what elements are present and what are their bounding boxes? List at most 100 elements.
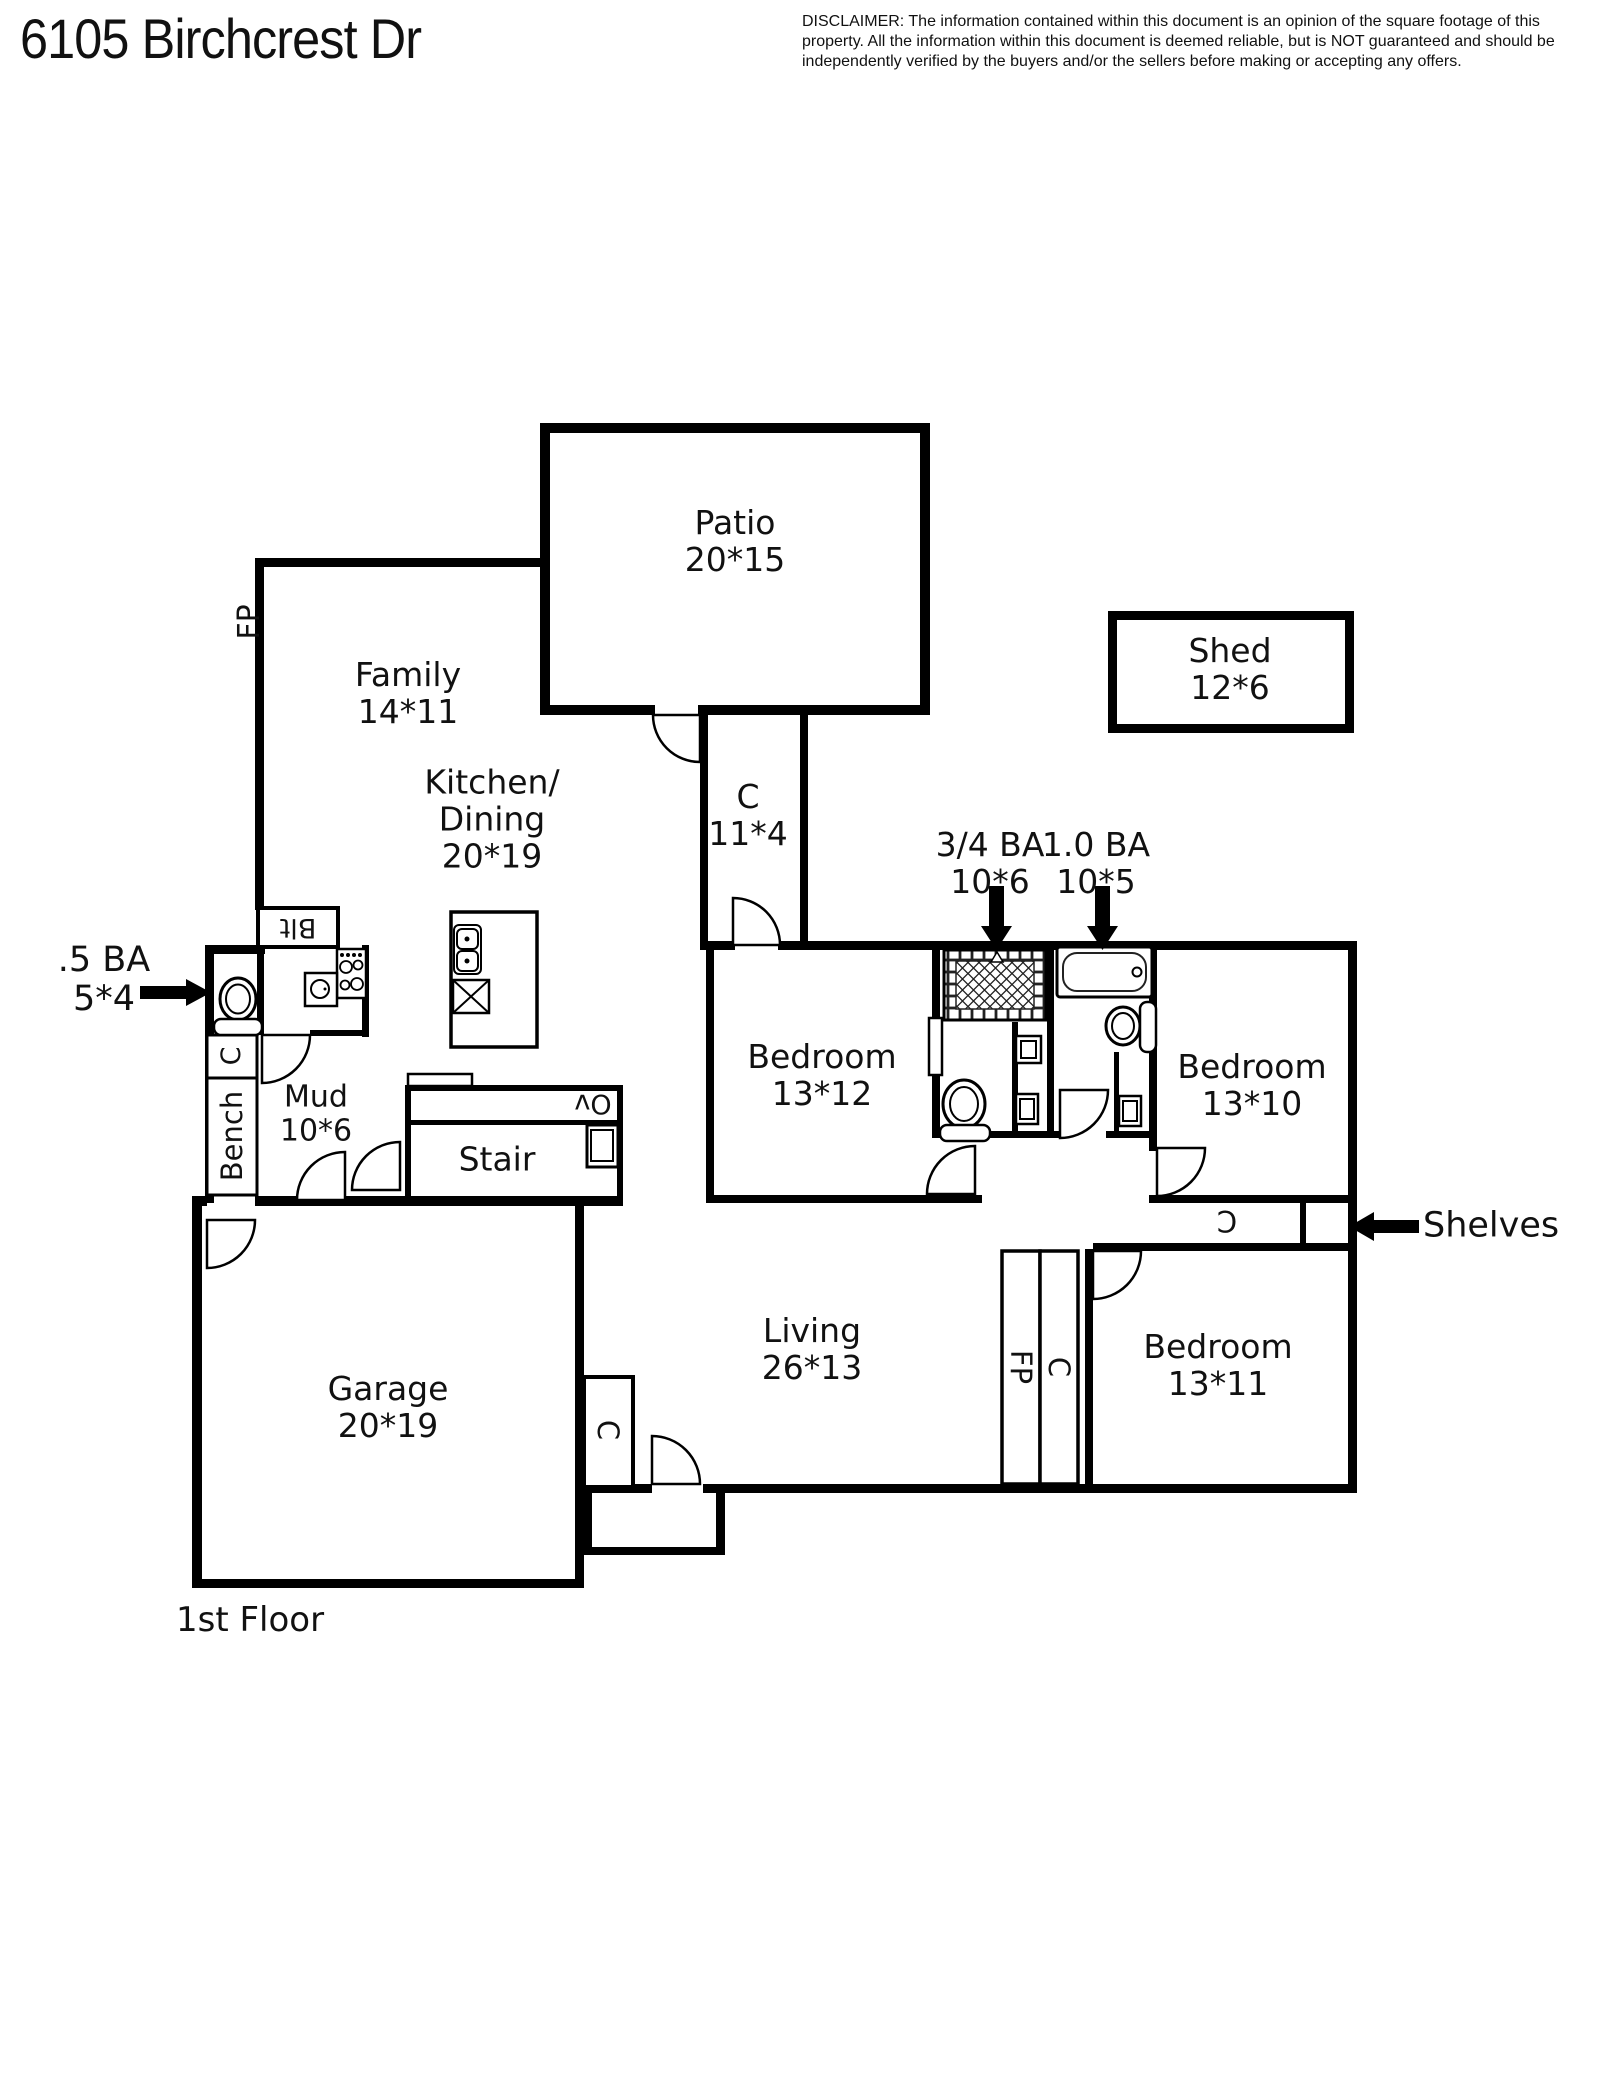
bedroom-13x11-door-arc bbox=[1091, 1249, 1143, 1301]
half-bath-toilet-seat bbox=[225, 983, 251, 1015]
bathtub-basin bbox=[1062, 952, 1147, 992]
wall-segment bbox=[1149, 1195, 1357, 1203]
wall-segment bbox=[405, 1085, 411, 1203]
full-bath-toilet-seat bbox=[1111, 1012, 1135, 1040]
callout-dims: 5*4 bbox=[72, 979, 136, 1019]
wall-segment bbox=[1108, 724, 1354, 733]
wall-segment bbox=[1108, 611, 1117, 733]
room-dims: 10*6 bbox=[279, 1113, 353, 1148]
room-label-living: Living 26*13 bbox=[761, 1311, 863, 1387]
fireplace-label-living: FP bbox=[1004, 1349, 1039, 1385]
dishwasher-cross bbox=[452, 979, 490, 1014]
room-name: C bbox=[736, 777, 760, 817]
stove-knob bbox=[346, 953, 350, 957]
wall-segment bbox=[1114, 1052, 1119, 1136]
wall-segment bbox=[257, 945, 264, 1035]
room-dims: 13*10 bbox=[1201, 1084, 1303, 1123]
wall-segment bbox=[192, 1579, 584, 1588]
wall-segment bbox=[1085, 1484, 1357, 1493]
wall-segment bbox=[700, 941, 735, 950]
oven-label: Ov bbox=[574, 1088, 612, 1120]
arrow-right-icon bbox=[140, 979, 211, 1006]
stove-knob bbox=[352, 953, 356, 957]
wall-segment bbox=[716, 1493, 725, 1555]
stove-burner bbox=[352, 959, 364, 971]
three-quarter-bath-toilet-tank bbox=[938, 1123, 992, 1143]
half-bath-toilet-tank bbox=[212, 1017, 264, 1037]
shower-floor bbox=[955, 960, 1035, 1010]
wall-segment bbox=[1012, 1022, 1018, 1133]
callout-three-quarter-bath: 3/4 BA 10*6 bbox=[936, 826, 1045, 901]
wall-segment bbox=[192, 1196, 202, 1588]
wall-segment bbox=[1093, 1243, 1357, 1251]
stair-counter bbox=[406, 1072, 474, 1088]
callout-label: 1.0 BA bbox=[1041, 825, 1151, 865]
wall-segment bbox=[255, 558, 264, 910]
property-address: 6105 Birchcrest Dr bbox=[20, 7, 422, 70]
wall-segment bbox=[1047, 945, 1054, 1138]
room-name: Bedroom bbox=[1177, 1047, 1327, 1087]
kitchen-sink-drain bbox=[323, 987, 327, 991]
shower-head-icon bbox=[989, 950, 1005, 963]
wall-segment bbox=[1348, 941, 1357, 1492]
arrow-down-icon bbox=[1087, 886, 1118, 950]
callout-half-bath: .5 BA 5*4 bbox=[57, 939, 151, 1019]
wall-segment bbox=[575, 1196, 584, 1588]
room-name: Family bbox=[354, 655, 462, 695]
wall-segment bbox=[1047, 1131, 1062, 1138]
room-name: Mud bbox=[284, 1079, 348, 1115]
full-bath-door-arc bbox=[1058, 1088, 1110, 1140]
bedroom-13x10-door-arc bbox=[1155, 1146, 1207, 1198]
room-dims: 14*11 bbox=[357, 692, 459, 731]
island-sink-drain bbox=[464, 958, 470, 964]
room-name: Kitchen/ bbox=[424, 762, 560, 802]
room-name: Stair bbox=[458, 1139, 536, 1179]
entry-door-arc bbox=[650, 1434, 702, 1486]
three-quarter-bath-toilet-seat bbox=[949, 1086, 979, 1122]
room-name: Garage bbox=[327, 1369, 449, 1409]
room-label-bedroom-13x11: Bedroom 13*11 bbox=[1143, 1328, 1292, 1403]
room-name: Living bbox=[762, 1311, 862, 1351]
room-dims: 20*19 bbox=[337, 1406, 439, 1445]
room-label-kitchen: Kitchen/ Dining 20*19 bbox=[424, 762, 560, 876]
floor-label: 1st Floor bbox=[176, 1599, 325, 1640]
wall-segment bbox=[310, 1030, 369, 1036]
wall-segment bbox=[540, 423, 930, 433]
wall-segment bbox=[703, 1484, 1093, 1493]
fireplace-label-family: FP bbox=[232, 604, 268, 640]
wall-segment bbox=[700, 715, 708, 945]
wall-segment bbox=[1085, 1249, 1093, 1492]
patio-door-arc bbox=[651, 713, 702, 764]
living-closet-box bbox=[1038, 1249, 1080, 1486]
mud-door-arc bbox=[295, 1150, 347, 1202]
wall-segment bbox=[255, 558, 547, 567]
wall-segment bbox=[800, 715, 808, 945]
wall-segment bbox=[583, 1493, 592, 1555]
garage-door-arc bbox=[205, 1218, 257, 1270]
full-bath-toilet-tank bbox=[1138, 1000, 1158, 1054]
room-label-corridor: C 11*4 bbox=[708, 777, 788, 853]
disclaimer-text: DISCLAIMER: The information contained wi… bbox=[802, 13, 1555, 70]
bathtub-drain bbox=[1131, 966, 1143, 978]
stove-burner bbox=[339, 979, 351, 991]
arrow-left-icon bbox=[1349, 1212, 1419, 1241]
room-name: Patio bbox=[694, 503, 776, 543]
wall-segment bbox=[583, 1547, 725, 1555]
callout-label: .5 BA bbox=[57, 939, 151, 980]
vanity-cabinet-inner bbox=[1122, 1100, 1138, 1122]
stove-knob bbox=[358, 953, 362, 957]
room-dims: 11*4 bbox=[708, 814, 788, 853]
wall-segment bbox=[405, 1085, 623, 1091]
island-sink-drain bbox=[464, 936, 470, 942]
wall-segment bbox=[932, 945, 940, 1021]
room-label-stair: Stair bbox=[458, 1139, 536, 1179]
kitchen-sink-basin bbox=[310, 979, 330, 999]
wall-segment bbox=[706, 1195, 982, 1203]
walls bbox=[192, 423, 1357, 1588]
wall-segment bbox=[1345, 611, 1354, 733]
room-label-bedroom-13x10: Bedroom 13*10 bbox=[1177, 1047, 1327, 1123]
room-dims: 26*13 bbox=[761, 1348, 863, 1387]
kitchen-mud-door-arc bbox=[260, 1033, 312, 1085]
